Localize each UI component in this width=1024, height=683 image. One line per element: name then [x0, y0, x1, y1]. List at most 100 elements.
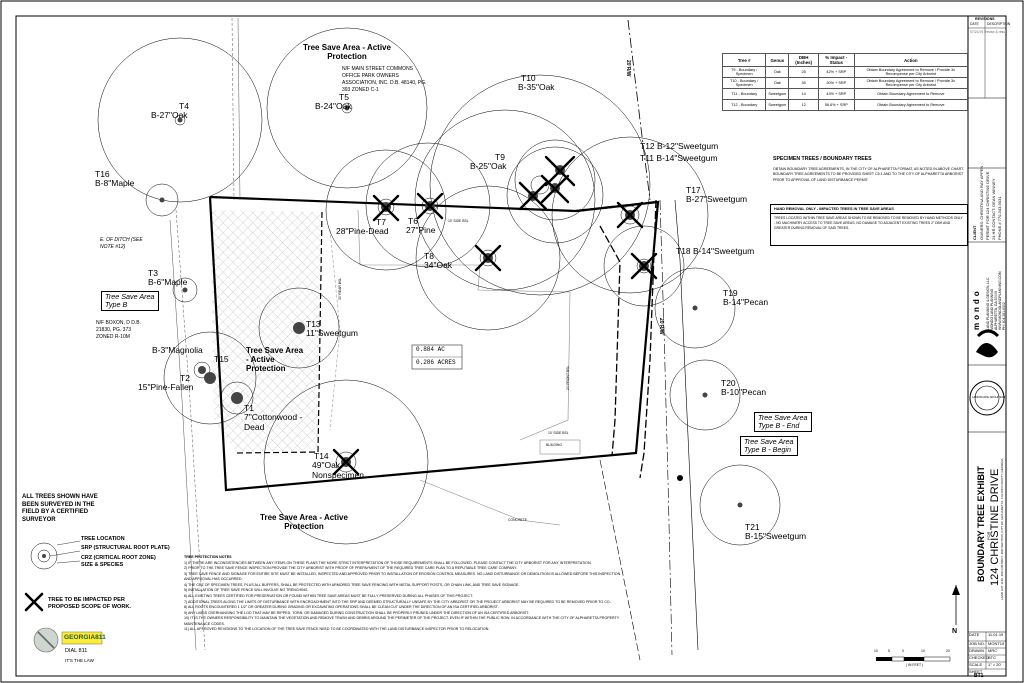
setback-label: 20' FRONT BSL: [566, 365, 570, 390]
notes-title: TREE PROTECTION NOTES: [184, 555, 232, 559]
lot-area-acreage: 0.286 ACRES: [416, 359, 456, 366]
scale-unit: ( IN FEET ): [906, 663, 924, 667]
column-header: Action: [853, 53, 969, 67]
adjacent-owner-note: N/F MAIN STREET COMMONS OFFICE PARK OWNE…: [342, 66, 427, 93]
survey-note: ALL TREES SHOWN HAVE BEEN SURVEYED IN TH…: [22, 494, 98, 523]
note-item: 6) ALL EXISTING TREES CERTIFIED FOR PRES…: [184, 593, 473, 598]
tree-save-area-label: Tree Save Area - Active Protection: [260, 513, 348, 531]
setback-label: 10' SIDE BSL: [548, 431, 569, 435]
date-block-key: CHECKED: [969, 655, 989, 660]
table-cell: Obtain Boundary Agreement to Remove / Pr…: [853, 77, 969, 89]
note-item: 5) INSTALLATION OF TREE SAVE FENCE WILL …: [184, 588, 309, 593]
concrete-label: CONCRETE: [508, 518, 528, 522]
date-block-value: BTC: [988, 655, 996, 660]
tree-label-t18: T18 B-14"Sweetgum: [676, 246, 755, 256]
tree-save-area-label: Tree Save Area - Active Protection: [303, 43, 391, 61]
client-line: PHONE # 770-343-9031: [997, 196, 1002, 240]
hand-removal-text: TREES LOCATED WITHIN TREE SAVE AREAS SHO…: [774, 216, 963, 230]
table-cell: 43% + SRP: [818, 88, 855, 100]
scale-tick: 10: [874, 649, 878, 653]
table-row: T12 - Boundary Sweetgum 12 56.6% + SRP O…: [721, 99, 969, 111]
tree-save-area-label: Tree Save Area - Active Protection: [246, 346, 304, 373]
column-header: DBH (Inches): [788, 53, 819, 67]
table-cell: T9 - Boundary / Specimen: [721, 66, 767, 78]
table-cell: T12 - Boundary: [721, 99, 767, 111]
note-item: 8) ALL ROOTS ENCOUNTERED 1 1/2" OR GREAT…: [184, 605, 499, 610]
table-cell: Oak: [765, 77, 790, 89]
firm-logo: mondo: [972, 288, 981, 330]
note-item: 1) IF THERE ARE INCONSISTENCIES BETWEEN …: [184, 560, 592, 565]
hand-removal-note: HAND REMOVAL ONLY - IMPACTED TREES IN TR…: [770, 204, 968, 246]
georgia-811-logo: GEORGIA811: [64, 634, 106, 641]
tree-label-t12: T12 B-12"Sweetgum: [640, 141, 719, 151]
table-cell: 35: [788, 77, 819, 89]
legend-tree-location: TREE LOCATION: [81, 536, 125, 542]
firm-line: PH: 404-281-6302: [1002, 302, 1006, 330]
specimen-note-text: OBTAIN BOUNDARY TREE AGREEMENTS, IN THE …: [773, 167, 964, 182]
boundary-tree-table: Tree # Genus DBH (Inches) % Impact - Sta…: [721, 53, 969, 111]
revision-row: 07/21/19 Revise & resub: [970, 30, 1008, 34]
table-cell: Oak: [765, 66, 790, 78]
note-item: 9) ANY LIMBS OVERHANGING THE LOD THAT MA…: [184, 610, 530, 615]
table-cell: 30% + SRP: [818, 77, 855, 89]
lot-area-acreage: 0.884 AC: [416, 346, 445, 353]
scale-tick: 5: [888, 649, 890, 653]
column-header: % Impact - Status: [818, 53, 855, 67]
note-item: 11) ALL APPROVED REVISIONS TO THE LOCATI…: [184, 627, 490, 632]
date-block-value: 1" = 20': [988, 662, 1002, 667]
adjacent-owner-note: N/F BOXON, D D.B. 21830, PG. 373 ZONED R…: [96, 320, 142, 340]
scale-tick: 10: [921, 649, 925, 653]
date-block-key: SHEET: [969, 669, 983, 674]
date-block-value: 11.01.19: [988, 632, 1004, 637]
note-item: 2) PRIOR TO THE TREE SAVE FENCE INSPECTI…: [184, 566, 518, 571]
table-row: T9 - Boundary / Specimen Oak 25 42% + SR…: [721, 66, 969, 78]
north-arrow-label: N: [952, 628, 958, 635]
right-of-way-label: 20'R/W: [625, 60, 631, 77]
note-item: 10) IT IS THE OWNERS RESPONSIBILITY TO M…: [184, 616, 620, 626]
tree-label-t11: T11 B-14"Sweetgum: [640, 153, 718, 163]
tree-protection-notes: TREE PROTECTION NOTES 1) IF THERE ARE IN…: [184, 555, 624, 633]
sheet-number: BT1: [974, 673, 984, 679]
table-cell: T11 - Boundary: [721, 88, 767, 100]
legend-srp: SRP (STRUCTURAL ROOT PLATE): [81, 545, 170, 551]
specimen-note-title: SPECIMEN TREES / BOUNDARY TREES: [773, 156, 872, 162]
date-block-value: MRC: [988, 648, 998, 653]
date-block-key: JOB NO.: [969, 641, 986, 646]
date-block-value: MONT19: [988, 641, 1005, 646]
revisions-col-date: DATE: [970, 22, 979, 26]
dial-811-text: DIAL 811: [65, 648, 88, 654]
its-the-law-text: IT'S THE LAW: [65, 658, 94, 663]
table-cell: 56.6% + SRP: [818, 99, 855, 111]
note-item: 7) ADDITIONAL TREES ALONG THE LIMITS OF …: [184, 599, 611, 604]
table-cell: 14: [788, 88, 819, 100]
table-cell: Obtain Boundary Agreement to Remove / Pr…: [853, 66, 969, 78]
professional-seal: LANDSCAPE ARCHITECT: [972, 395, 1006, 399]
legend-crz: CRZ (CRITICAL ROOT ZONE): [81, 555, 156, 561]
table-cell: 25: [788, 66, 819, 78]
client-line: 24 HR CONTACT: DEAN WINNEY: [991, 178, 996, 241]
right-of-way-label: 20'R/W: [658, 318, 664, 335]
scale-tick: 0: [902, 649, 904, 653]
table-cell: T10 - Boundary / Specimen: [721, 77, 767, 89]
project-title: BOUNDARY TREE EXHIBIT: [976, 465, 986, 582]
project-subline: LAND LOT 1140, 2ND DISTRICT, 2ND SECTION…: [1000, 458, 1004, 600]
table-cell: Sweetgum: [765, 99, 790, 111]
table-cell: Obtain Boundary Agreement to Remove: [853, 99, 969, 111]
setback-label: 30' REAR BSL: [338, 277, 342, 300]
client-line: OWNERS: CHRISTINA AND RAY APPEN: [979, 165, 984, 240]
table-cell: Obtain Boundary Agreement to Remove: [853, 88, 969, 100]
